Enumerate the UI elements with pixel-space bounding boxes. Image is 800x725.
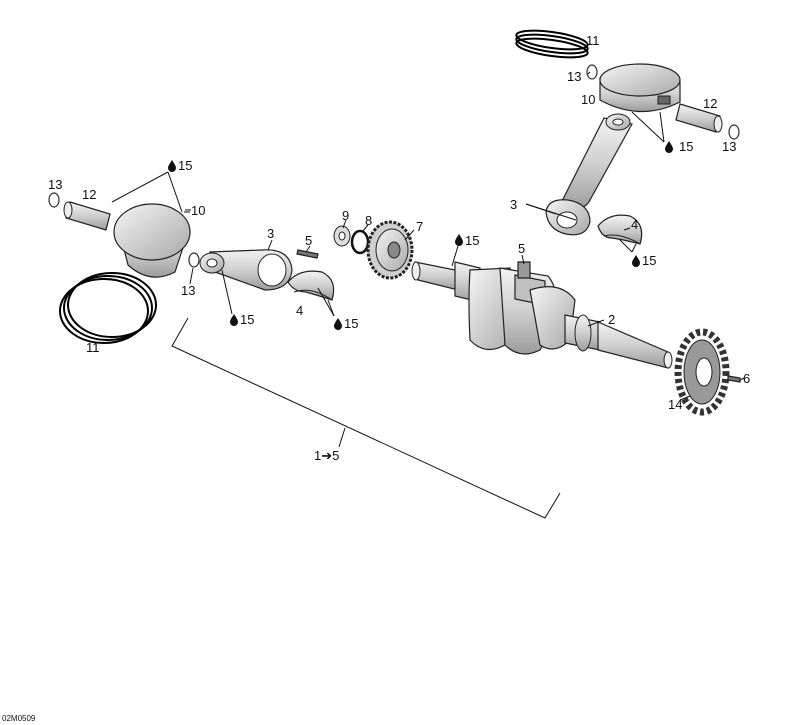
callout-15-right-piston: 15: [679, 139, 693, 154]
left-rod-bolt: [296, 249, 319, 259]
callout-12-right: 12: [703, 96, 717, 111]
washer-8: [350, 229, 370, 255]
right-piston-ring-set: [515, 29, 589, 59]
callout-11-left: 11: [86, 340, 100, 355]
left-piston-ring-set: [59, 272, 157, 344]
callout-9: 9: [342, 208, 349, 223]
right-circlip: [586, 64, 598, 80]
callout-15-right-bearing: 15: [642, 253, 656, 268]
leader-lines: [111, 71, 745, 519]
range-arrow-icon: ➔: [321, 448, 332, 463]
callout-5-crank: 5: [518, 241, 525, 256]
callout-13-left: 13: [48, 177, 62, 192]
callout-15-left-rod: 15: [240, 312, 254, 327]
callout-13-right: 13: [722, 139, 736, 154]
right-piston: [599, 63, 681, 113]
trigger-wheel: [674, 328, 730, 416]
callout-15-crank: 15: [465, 233, 479, 248]
callout-14: 14: [668, 397, 682, 412]
right-circlip-2: [728, 124, 740, 140]
callout-10-left: 10: [191, 203, 205, 218]
drawing-code: 02M0509: [2, 714, 36, 723]
callout-range-1-to-5: 1➔5: [314, 448, 339, 463]
oil-drop-icon: [455, 234, 463, 246]
callout-7: 7: [416, 219, 423, 234]
left-connecting-rod: [199, 249, 293, 291]
left-circlip-2: [188, 252, 200, 268]
callout-11-top: 11: [586, 33, 600, 48]
oil-drop-icon: [334, 318, 342, 330]
callout-15-left-piston: 15: [178, 158, 192, 173]
callout-13-left-lower: 13: [181, 283, 195, 298]
washer-9: [333, 225, 351, 247]
oil-drop-icon: [632, 255, 640, 267]
right-connecting-rod: [545, 113, 633, 236]
left-rod-bearing: [287, 270, 335, 301]
oil-drop-icon: [665, 141, 673, 153]
callout-6: 6: [743, 371, 750, 386]
callout-labels: 11 13 10 12 15 13 15 13 12 10 13 11 3 5 …: [2, 33, 750, 723]
oil-drop-icon: [168, 160, 176, 172]
screw-6: [727, 375, 741, 383]
crankshaft: [411, 261, 673, 369]
callout-12-left: 12: [82, 187, 96, 202]
right-piston-pin: [675, 103, 723, 133]
callout-10-right: 10: [581, 92, 595, 107]
callout-5-left: 5: [305, 233, 312, 248]
callout-2: 2: [608, 312, 615, 327]
callout-3-left: 3: [267, 226, 274, 241]
callout-13-top: 13: [567, 69, 581, 84]
callout-8: 8: [365, 213, 372, 228]
callout-15-left-bearing: 15: [344, 316, 358, 331]
left-piston: [113, 203, 191, 278]
gear-7: [366, 220, 414, 280]
right-rod-bearing: [597, 214, 643, 245]
left-circlip: [48, 192, 60, 208]
left-piston-pin: [63, 201, 111, 231]
callout-4-left: 4: [296, 303, 303, 318]
callout-3-right: 3: [510, 197, 517, 212]
range-end: 5: [332, 448, 339, 463]
range-start: 1: [314, 448, 321, 463]
callout-4-right: 4: [631, 217, 638, 232]
oil-drop-icon: [230, 314, 238, 326]
